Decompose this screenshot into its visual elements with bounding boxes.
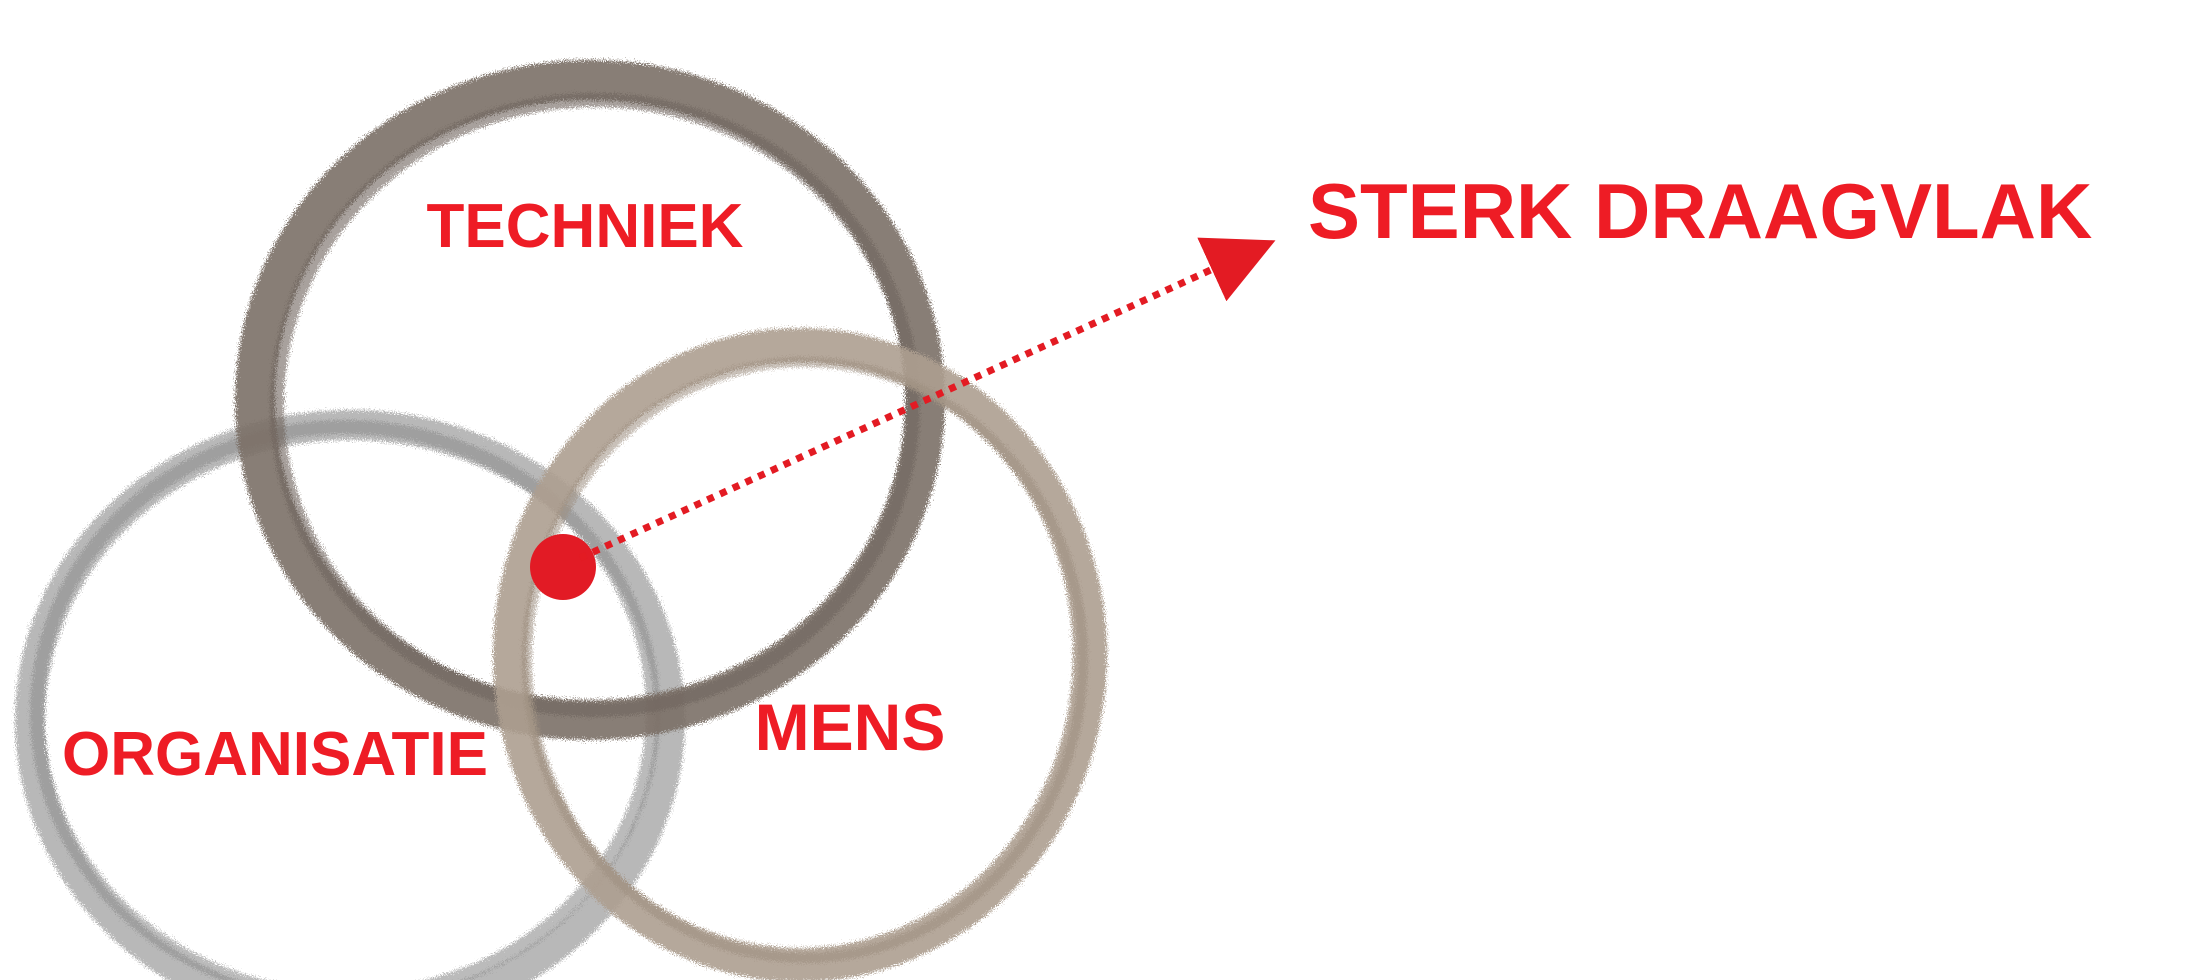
callout-title: STERK DRAAGVLAK [1308,167,2092,255]
label-organisatie: ORGANISATIE [62,720,488,789]
center-dot [530,534,596,600]
label-techniek: TECHNIEK [427,192,744,261]
label-mens: MENS [755,690,946,764]
ring-techniek [255,80,925,720]
